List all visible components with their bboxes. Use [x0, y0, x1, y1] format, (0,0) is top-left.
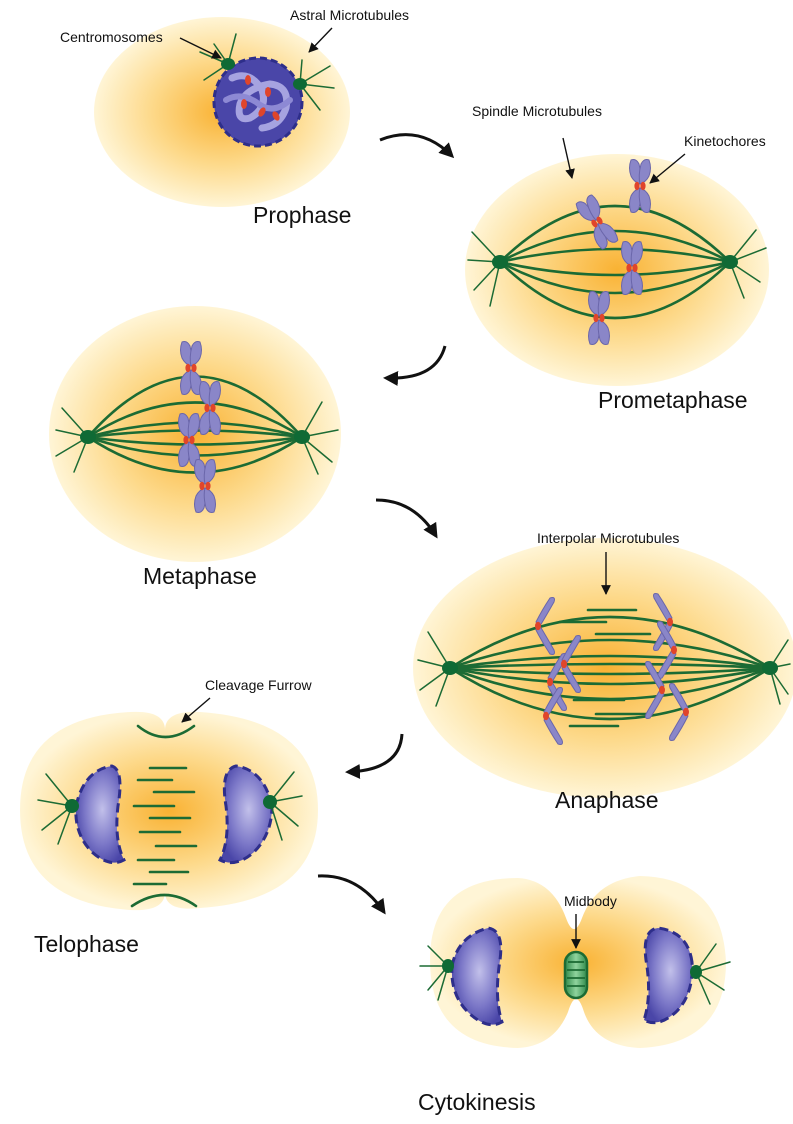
- telophase-label: Telophase: [34, 931, 139, 957]
- flow-arrow-3: [376, 500, 436, 536]
- spindle-microtubules-label: Spindle Microtubules: [472, 103, 602, 119]
- flow-arrow-5: [318, 876, 384, 912]
- metaphase-cell: [49, 306, 341, 562]
- anaphase-cell: [413, 538, 793, 798]
- cytokinesis-label: Cytokinesis: [418, 1089, 536, 1115]
- prophase-cell: [94, 17, 350, 207]
- midbody-label: Midbody: [564, 893, 617, 909]
- interpolar-microtubules-label: Interpolar Microtubules: [537, 530, 679, 546]
- prophase-nucleus: [214, 58, 302, 146]
- prophase-label: Prophase: [253, 202, 351, 228]
- prometaphase-cell: [465, 154, 769, 386]
- astral-microtubules-pointer: [309, 28, 332, 52]
- cleavage-furrow-label: Cleavage Furrow: [205, 677, 312, 693]
- flow-arrow-1: [380, 135, 452, 156]
- prometaphase-label: Prometaphase: [598, 387, 748, 413]
- flow-arrow-4: [348, 734, 402, 772]
- flow-arrow-2: [386, 346, 445, 378]
- astral-microtubules-label: Astral Microtubules: [290, 7, 409, 23]
- kinetochores-label: Kinetochores: [684, 133, 766, 149]
- centromosomes-label: Centromosomes: [60, 29, 163, 45]
- midbody: [565, 952, 587, 998]
- telophase-cell: [20, 712, 318, 910]
- metaphase-label: Metaphase: [143, 563, 257, 589]
- anaphase-label: Anaphase: [555, 787, 659, 813]
